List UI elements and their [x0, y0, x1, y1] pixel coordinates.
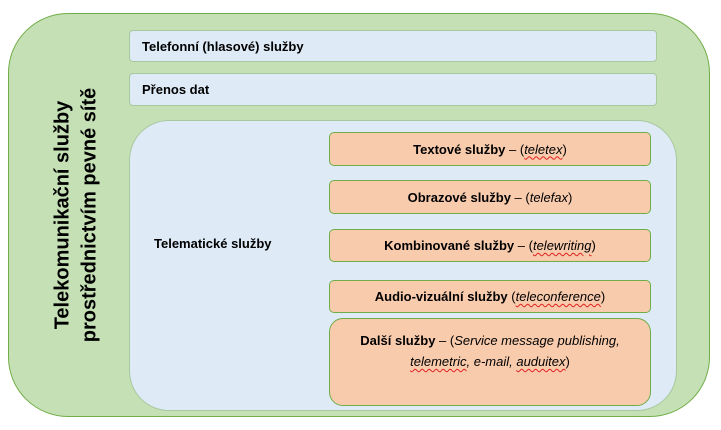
service-box-combined: Kombinované služby – (telewriting)	[329, 229, 651, 262]
service-example-line1: Service message publishing,	[454, 333, 620, 348]
service-example: telefax	[529, 189, 569, 205]
service-example: telewriting	[532, 238, 592, 253]
service-example: teletex	[524, 141, 563, 157]
service-close: )	[565, 354, 570, 369]
service-separator: – (	[514, 238, 533, 253]
service-close: )	[591, 238, 596, 253]
voice-services-box: Telefonní (hlasové) služby	[129, 30, 657, 62]
service-close: )	[600, 289, 606, 304]
service-name: Obrazové služby	[407, 189, 511, 205]
service-box-other: Další služby – (Service message publishi…	[329, 318, 651, 406]
service-example-telemetric: telemetric	[410, 354, 467, 369]
data-transfer-label: Přenos dat	[142, 82, 210, 97]
service-example: teleconference	[515, 289, 601, 304]
service-name: Kombinované služby	[384, 238, 515, 253]
title-line-2: prostřednictvím pevné sítě	[78, 87, 100, 343]
service-separator: – (	[505, 141, 525, 157]
service-box-image: Obrazové služby – (telefax)	[329, 180, 651, 214]
telematic-services-label: Telematické služby	[154, 236, 272, 251]
service-name: Textové služby	[413, 141, 506, 157]
voice-services-label: Telefonní (hlasové) služby	[142, 38, 304, 54]
service-example-auduitex: auduitex	[516, 354, 566, 369]
title-line-1: Telekomunikační služby	[51, 100, 73, 330]
service-name: Audio-vizuální služby	[374, 289, 508, 304]
data-transfer-box: Přenos dat	[129, 73, 657, 106]
service-separator: (	[507, 289, 516, 304]
service-example-email: , e-mail,	[466, 354, 517, 369]
service-separator: – (	[435, 333, 455, 348]
service-box-audiovisual: Audio-vizuální služby (teleconference)	[329, 280, 651, 313]
diagram-title: Telekomunikační služby prostřednictvím p…	[26, 40, 126, 390]
service-name: Další služby	[360, 333, 436, 348]
service-close: )	[562, 141, 567, 157]
service-close: )	[568, 189, 573, 205]
service-separator: – (	[510, 189, 530, 205]
service-box-text: Textové služby – (teletex)	[329, 132, 651, 166]
